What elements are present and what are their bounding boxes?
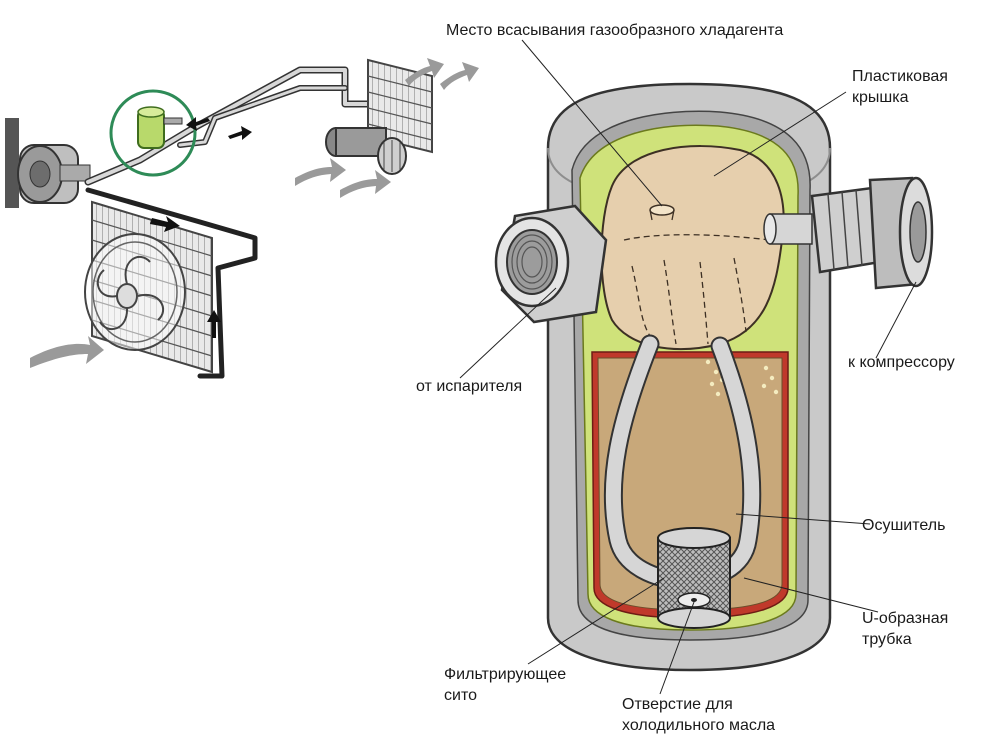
inlet-fitting <box>494 204 608 324</box>
refrigerant-lines <box>84 66 376 379</box>
compressor-illustration <box>5 118 91 208</box>
blower-illustration <box>325 127 407 175</box>
receiver-drier-highlight <box>109 89 197 177</box>
ac-system-overview <box>5 58 479 379</box>
leader-lines <box>459 39 917 695</box>
flow-arrows <box>150 117 252 338</box>
label-desiccant: Осушитель <box>862 517 946 534</box>
airflow-arrows <box>30 58 479 368</box>
fan-illustration <box>84 233 186 351</box>
outlet-fitting <box>810 176 934 290</box>
receiver-drier-cutaway <box>494 82 934 672</box>
plastic-cap <box>600 145 785 350</box>
condenser-illustration <box>84 200 213 374</box>
label-suction-point: Место всасывания газообразного хладагент… <box>446 22 784 39</box>
label-from-evaporator: от испарителя <box>416 378 523 395</box>
filter-sieve <box>657 527 731 629</box>
label-to-compressor: к компрессору <box>848 354 955 371</box>
